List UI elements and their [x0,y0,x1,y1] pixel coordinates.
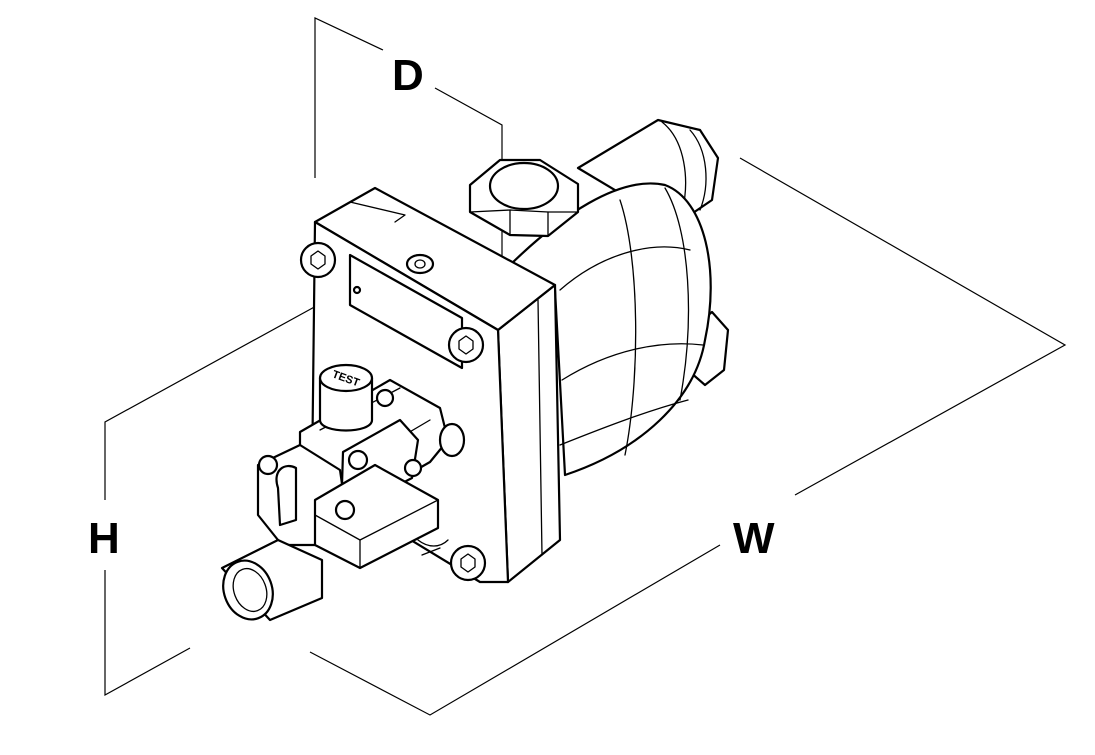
cover-bolt-bottom-right [449,544,487,582]
fitting-screw-2 [375,388,395,408]
cover-bolt-top-right [447,326,485,364]
test-button-body [318,376,374,432]
height-dimension-line-bottom [104,570,191,697]
width-dimension: W [309,157,1067,716]
fitting-screw-1 [347,449,369,471]
depth-label: D [392,51,424,100]
nameplate [348,253,464,370]
elbow-tube [275,464,298,527]
top-pipe-opening [488,161,560,211]
width-dimension-line-top [739,157,1067,496]
trap-body [468,118,730,477]
depth-dimension-line-left [314,17,384,178]
nameplate-rivet [352,285,362,295]
vent-screw [405,253,435,275]
front-block [313,463,440,570]
cover-bolt-top-left [299,241,337,279]
body-dome [503,182,712,477]
depth-dimension: D [314,17,503,262]
height-dimension: H [88,304,319,697]
test-valve-assembly: TEST [220,363,466,622]
width-label: W [733,514,775,563]
front-screw [334,499,356,521]
width-dimension-line-bottom [309,544,721,716]
fitting-screw-3 [403,458,423,478]
height-label: H [88,514,120,563]
lower-screw-1 [257,454,279,476]
test-button-cap [318,363,374,393]
side-knob [438,422,466,458]
height-dimension-line-top [104,304,319,500]
